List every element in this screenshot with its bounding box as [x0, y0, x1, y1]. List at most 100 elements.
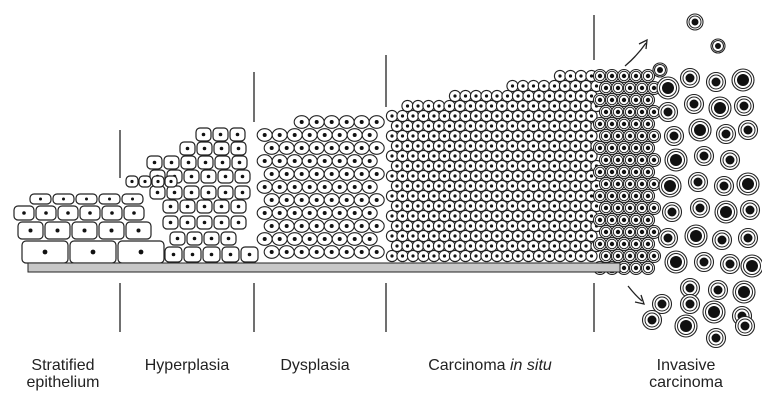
cell-nucleus: [652, 158, 656, 162]
cell-nucleus: [670, 154, 682, 166]
cell-nucleus: [558, 74, 561, 77]
cell-nucleus: [432, 134, 435, 137]
cell-nucleus: [648, 316, 657, 325]
cell-nucleus: [437, 144, 440, 147]
cell-nucleus: [712, 78, 721, 87]
cell-nucleus: [143, 180, 146, 183]
cell-nucleus: [411, 194, 414, 197]
cell-nucleus: [542, 244, 545, 247]
cell-nucleus: [411, 114, 414, 117]
cell-nucleus: [516, 134, 519, 137]
cell-nucleus: [469, 244, 472, 247]
cell-nucleus: [590, 134, 593, 137]
cell-nucleus: [469, 144, 472, 147]
cell-nucleus: [610, 122, 614, 126]
cell-nucleus: [485, 214, 488, 217]
cell-nucleus: [390, 174, 393, 177]
cell-nucleus: [558, 154, 561, 157]
cell-nucleus: [293, 237, 297, 241]
cell-nucleus: [616, 86, 620, 90]
cell-nucleus: [521, 244, 524, 247]
cell-nucleus: [658, 300, 667, 309]
cell-nucleus: [485, 174, 488, 177]
cell-nucleus: [190, 191, 194, 195]
cell-nucleus: [708, 306, 720, 318]
cell-nucleus: [574, 124, 577, 127]
cell-nucleus: [598, 146, 602, 150]
cell-nucleus: [443, 174, 446, 177]
cell-nucleus: [744, 234, 753, 243]
cell-nucleus: [495, 254, 498, 257]
cell-nucleus: [375, 250, 379, 254]
cell-nucleus: [278, 211, 282, 215]
cell-nucleus: [563, 84, 566, 87]
cell-nucleus: [479, 164, 482, 167]
cell-nucleus: [241, 191, 245, 195]
cell-nucleus: [390, 114, 393, 117]
cell-nucleus: [300, 250, 304, 254]
cell-nucleus: [506, 134, 509, 137]
cell-nucleus: [263, 185, 267, 189]
cell-nucleus: [579, 234, 582, 237]
stage-label-dysplasia-line1: Dysplasia: [260, 357, 370, 374]
cell-nucleus: [616, 230, 620, 234]
cell-nucleus: [227, 237, 231, 241]
cell-nucleus: [443, 134, 446, 137]
cell-nucleus: [390, 194, 393, 197]
cell-nucleus: [401, 114, 404, 117]
cell-nucleus: [569, 74, 572, 77]
cell-nucleus: [401, 154, 404, 157]
cell-nucleus: [616, 182, 620, 186]
cell-nucleus: [579, 94, 582, 97]
cell-nucleus: [353, 237, 357, 241]
cell-nucleus: [278, 237, 282, 241]
cell-nucleus: [532, 84, 535, 87]
cell-nucleus: [427, 204, 430, 207]
cell-nucleus: [490, 224, 493, 227]
cell-nucleus: [616, 206, 620, 210]
cell-nucleus: [542, 144, 545, 147]
cell-nucleus: [521, 164, 524, 167]
cell-nucleus: [203, 221, 207, 225]
cell-nucleus: [22, 211, 26, 215]
cell-nucleus: [416, 104, 419, 107]
cell-nucleus: [616, 110, 620, 114]
cell-nucleus: [453, 194, 456, 197]
cell-nucleus: [375, 224, 379, 228]
cell-nucleus: [176, 237, 180, 241]
cell-nucleus: [542, 164, 545, 167]
cell-nucleus: [469, 164, 472, 167]
cell-nucleus: [590, 154, 593, 157]
cell-nucleus: [308, 237, 312, 241]
cell-nucleus: [610, 242, 614, 246]
cell-nucleus: [427, 104, 430, 107]
cell-nucleus: [646, 74, 650, 78]
cell-nucleus: [338, 133, 342, 137]
cell-nucleus: [537, 234, 540, 237]
cell-nucleus: [453, 134, 456, 137]
cell-nucleus: [574, 224, 577, 227]
cell-nucleus: [437, 244, 440, 247]
cell-nucleus: [579, 214, 582, 217]
cell-nucleus: [210, 253, 214, 257]
cell-nucleus: [616, 254, 620, 258]
cell-nucleus: [416, 164, 419, 167]
cell-nucleus: [628, 86, 632, 90]
cell-nucleus: [62, 198, 65, 201]
cell-nucleus: [495, 214, 498, 217]
cell-nucleus: [285, 146, 289, 150]
stage-label-invasive: Invasive carcinoma: [630, 357, 742, 391]
cell-nucleus: [210, 237, 214, 241]
cell-nucleus: [584, 244, 587, 247]
cell-nucleus: [458, 224, 461, 227]
cell-nucleus: [474, 174, 477, 177]
cell-nucleus: [293, 133, 297, 137]
cell-nucleus: [330, 146, 334, 150]
cell-nucleus: [270, 198, 274, 202]
cell-nucleus: [500, 164, 503, 167]
cell-nucleus: [548, 154, 551, 157]
cell-nucleus: [634, 98, 638, 102]
cell-nucleus: [427, 124, 430, 127]
cell-nucleus: [458, 184, 461, 187]
